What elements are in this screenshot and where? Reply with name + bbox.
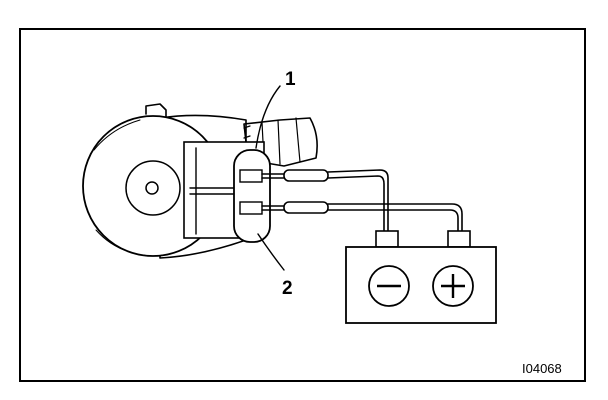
battery-terminal-positive [447,230,471,248]
callout-2: 2 [257,233,293,299]
connector-block [183,141,271,243]
battery-positive-icon [432,265,474,307]
battery [345,230,497,324]
upper-connector [243,117,318,167]
battery-negative-icon [368,265,410,307]
connector-seal [233,149,271,243]
callout-1: 1 [255,69,296,149]
callout-label-1: 1 [285,69,296,90]
probe-lead-upper [261,169,389,233]
motor-center-hole [145,181,159,195]
battery-terminal-negative [375,230,399,248]
figure-code: I04068 [522,361,562,376]
probe-lead-lower [261,201,463,233]
terminal-upper [239,169,263,183]
callout-label-2: 2 [282,278,293,299]
terminal-lower [239,201,263,215]
